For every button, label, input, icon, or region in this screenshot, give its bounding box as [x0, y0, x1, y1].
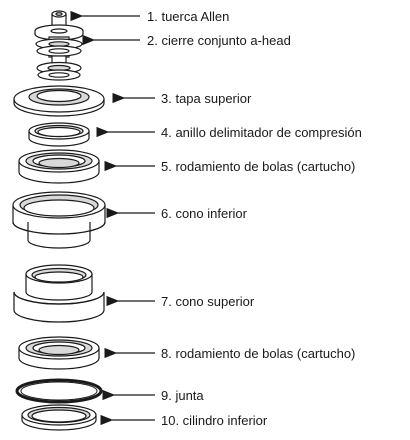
- top-cap: [13, 85, 105, 117]
- label-part-6: 6. cono inferior: [161, 206, 247, 221]
- ball-bearing-upper: [18, 149, 100, 184]
- ball-bearing-lower: [18, 336, 100, 370]
- label-part-1: 1. tuerca Allen: [147, 9, 230, 24]
- allen-nut: [51, 10, 67, 27]
- label-part-8: 8. rodamiento de bolas (cartucho): [161, 346, 356, 361]
- seal-ring: [15, 378, 103, 404]
- upper-cone: [13, 264, 105, 323]
- label-part-5: 5. rodamiento de bolas (cartucho): [161, 159, 356, 174]
- compression-ring: [28, 122, 90, 147]
- lower-cylinder: [21, 404, 97, 431]
- a-head-closure: [34, 24, 84, 81]
- label-part-3: 3. tapa superior: [161, 91, 252, 106]
- lower-cup: [12, 191, 106, 249]
- label-part-2: 2. cierre conjunto a-head: [147, 33, 291, 48]
- label-part-4: 4. anillo delimitador de compresión: [161, 125, 362, 140]
- label-part-10: 10. cilindro inferior: [161, 413, 268, 428]
- label-part-7: 7. cono superior: [161, 294, 255, 309]
- label-part-9: 9. junta: [161, 388, 204, 403]
